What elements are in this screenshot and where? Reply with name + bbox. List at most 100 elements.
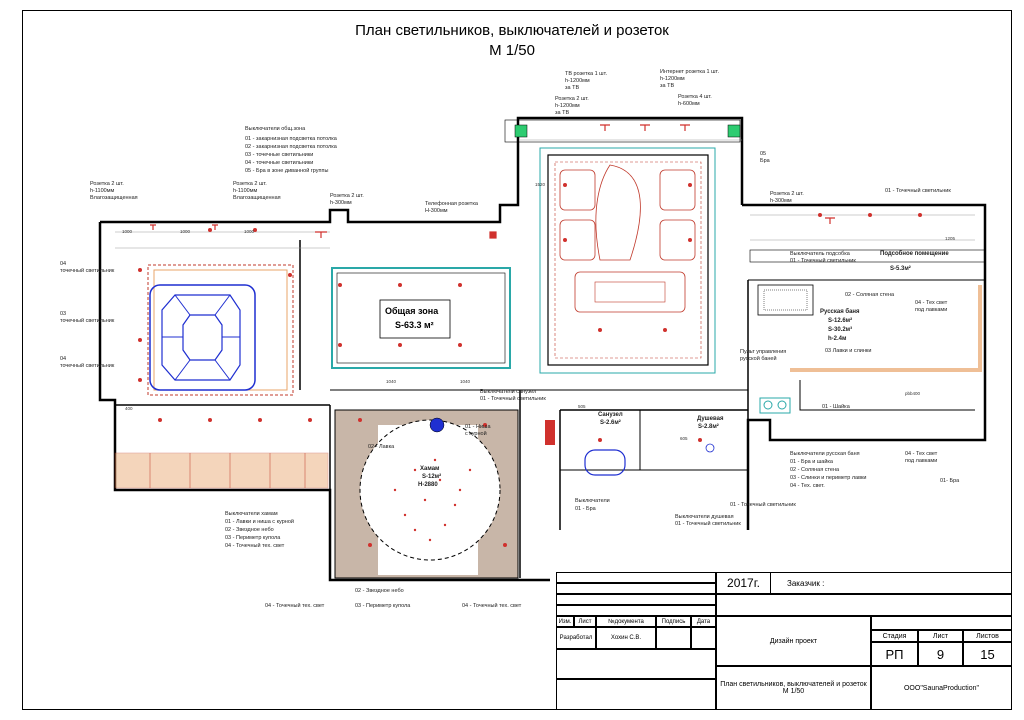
svg-text:01 - Бра: 01 - Бра: [575, 506, 597, 512]
drawing-name: План светильников, выключателей и розето…: [720, 681, 867, 688]
year: 2017г.: [716, 572, 771, 594]
sheet-number: 9: [918, 642, 963, 666]
room-shower-name: Душевая: [697, 416, 724, 422]
svg-text:под лавками: под лавками: [915, 307, 947, 313]
svg-text:h-2.4м: h-2.4м: [828, 336, 847, 342]
jacuzzi: [149, 284, 256, 391]
room-wc-name: Санузел: [598, 412, 623, 418]
svg-text:04 - точечные светильники: 04 - точечные светильники: [245, 160, 313, 166]
bench-strip: [114, 452, 329, 489]
svg-text:1000: 1000: [244, 229, 255, 234]
dimensions: 1000 1000 1000 1520 400 1040 1040 505 60…: [122, 182, 956, 441]
spot-lights: [138, 183, 922, 547]
svg-text:04 - Точечный тех. свет: 04 - Точечный тех. свет: [265, 602, 325, 609]
svg-text:h-1100мм: h-1100мм: [233, 188, 257, 194]
svg-text:01- Бра: 01- Бра: [940, 478, 960, 484]
svg-text:1520: 1520: [535, 182, 546, 187]
svg-text:01 - Точечный светильник: 01 - Точечный светильник: [480, 395, 546, 402]
svg-text:01 - Шайка: 01 - Шайка: [822, 403, 851, 410]
svg-text:505: 505: [578, 404, 586, 409]
room-utility-name: Подсобное помещение: [880, 250, 949, 257]
svg-text:за ТВ: за ТВ: [565, 85, 579, 91]
svg-text:h-1200мм: h-1200мм: [660, 76, 685, 82]
svg-text:S-2.8м²: S-2.8м²: [698, 423, 719, 430]
svg-text:Выключатели душевая: Выключатели душевая: [675, 514, 734, 520]
svg-text:02 - Звездное небо: 02 - Звездное небо: [225, 527, 274, 533]
svg-text:400: 400: [125, 406, 133, 411]
svg-text:01 - закарнизная подсветка пот: 01 - закарнизная подсветка потолка: [245, 136, 338, 142]
svg-text:03: 03: [60, 311, 66, 317]
russian-banya: [749, 249, 986, 414]
labels: Выключатели общ.зона 01 - закарнизная по…: [60, 69, 960, 609]
svg-text:h-300мм: h-300мм: [330, 200, 352, 206]
svg-text:01 - Точечный светильник: 01 - Точечный светильник: [790, 257, 856, 264]
pool-room: [147, 264, 294, 396]
note-switches-common-title: Выключатели общ.зона: [245, 126, 306, 132]
svg-text:04: 04: [60, 356, 66, 362]
svg-text:h-1200мм: h-1200мм: [565, 78, 590, 84]
svg-text:05 - Бра в зоне диванной групп: 05 - Бра в зоне диванной группы: [245, 167, 328, 174]
svg-text:1040: 1040: [460, 379, 471, 384]
svg-text:01 - Точечный светильник: 01 - Точечный светильник: [675, 520, 741, 527]
svg-text:за ТВ: за ТВ: [660, 83, 674, 89]
svg-text:с курной: с курной: [465, 430, 487, 437]
svg-text:H-2880: H-2880: [418, 482, 438, 488]
svg-text:ТВ розетка 1 шт.: ТВ розетка 1 шт.: [565, 71, 607, 77]
svg-text:1000: 1000: [122, 229, 133, 234]
svg-text:Бра: Бра: [760, 158, 771, 164]
common-zone: [331, 267, 511, 369]
svg-text:h-300мм: h-300мм: [770, 198, 792, 204]
svg-text:точечный светильник: точечный светильник: [60, 267, 115, 274]
svg-text:Выключатель подсобка: Выключатель подсобка: [790, 251, 851, 257]
svg-text:1205: 1205: [945, 236, 956, 241]
svg-text:01 - Лавки и ниша с курной: 01 - Лавки и ниша с курной: [225, 518, 294, 525]
svg-text:S-2.6м²: S-2.6м²: [600, 419, 621, 426]
svg-text:за ТВ: за ТВ: [555, 110, 569, 116]
svg-text:H-300мм: H-300мм: [425, 208, 448, 214]
svg-text:S-63.3 м²: S-63.3 м²: [395, 320, 434, 330]
svg-text:Интернет розетка 1 шт.: Интернет розетка 1 шт.: [660, 69, 719, 75]
wall-hatch: [115, 139, 975, 249]
drawing-title: План светильников, выключателей и розето…: [355, 22, 669, 39]
room-common-name: Общая зона: [385, 306, 439, 316]
svg-text:02 - Звездное небо: 02 - Звездное небо: [355, 588, 404, 594]
project-name: Дизайн проект: [716, 616, 871, 666]
room-hammam-name: Хамам: [420, 466, 440, 472]
hammam: [334, 409, 519, 579]
svg-text:01 - Точечный светильник: 01 - Точечный светильник: [885, 187, 951, 194]
svg-text:02 - закарнизная подсветка пот: 02 - закарнизная подсветка потолка: [245, 144, 338, 150]
drawing-frame: [22, 10, 1012, 710]
svg-text:04 - Тех. свет.: 04 - Тех. свет.: [790, 483, 825, 489]
svg-text:точечный светильник: точечный светильник: [60, 362, 115, 369]
svg-text:1040: 1040: [386, 379, 397, 384]
sheets-total: 15: [963, 642, 1012, 666]
svg-text:Розетка 2 шт.: Розетка 2 шт.: [233, 181, 267, 187]
svg-text:Телефонная розетка: Телефонная розетка: [425, 201, 479, 207]
svg-text:Выключатели русская баня: Выключатели русская баня: [790, 451, 860, 457]
svg-text:02 - Соляная стена: 02 - Соляная стена: [845, 292, 895, 298]
svg-text:под лавками: под лавками: [905, 458, 937, 464]
svg-text:Влагозащищенная: Влагозащищенная: [90, 195, 138, 201]
svg-text:03 - Периметр купола: 03 - Периметр купола: [355, 603, 411, 609]
title-block: Заказчик : 2017г. Изм. Лист №документа П…: [556, 572, 1012, 710]
svg-text:05: 05: [760, 151, 766, 157]
svg-text:Розетка 4 шт.: Розетка 4 шт.: [678, 94, 712, 100]
walls: [98, 116, 987, 582]
stage: РП: [871, 642, 918, 666]
svg-text:04 - Точечный тех. свет: 04 - Точечный тех. свет: [225, 542, 285, 549]
wc-shower: [545, 420, 715, 476]
svg-text:h-1200мм: h-1200мм: [555, 103, 580, 109]
room-banya-name: Русская баня: [820, 308, 860, 315]
svg-text:Розетка 2 шт.: Розетка 2 шт.: [770, 191, 804, 197]
svg-text:04 - Точечный тех. свет: 04 - Точечный тех. свет: [462, 602, 522, 609]
svg-text:605: 605: [680, 436, 688, 441]
svg-text:Выключатели: Выключатели: [575, 498, 610, 504]
svg-text:1000: 1000: [180, 229, 191, 234]
svg-text:Розетка 2 шт.: Розетка 2 шт.: [555, 96, 589, 102]
svg-text:01 - Точечный светильник: 01 - Точечный светильник: [730, 501, 796, 508]
svg-text:Розетка 2 шт.: Розетка 2 шт.: [330, 193, 364, 199]
lounge: [504, 119, 741, 374]
svg-text:S-30.2м³: S-30.2м³: [828, 326, 852, 333]
